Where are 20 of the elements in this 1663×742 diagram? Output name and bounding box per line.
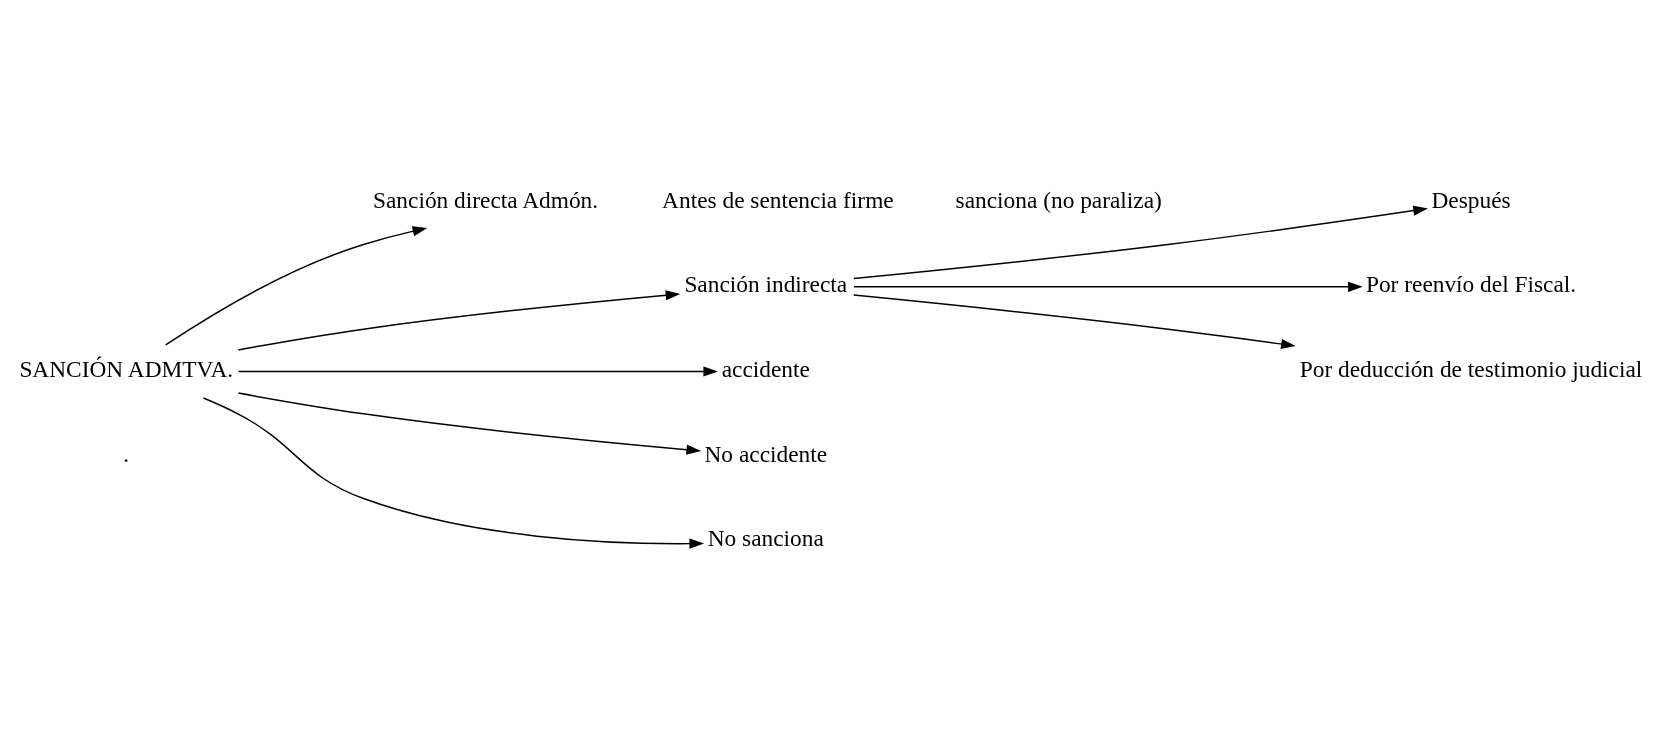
node-text: Por reenvío del Fiscal. (1365, 270, 1577, 297)
arrow (237, 289, 681, 351)
node-label: Antes de sentencia firme (662, 186, 894, 213)
node-text: No accidente (704, 440, 828, 467)
node-text: Sanción indirecta (684, 270, 848, 297)
node-text: Sanción directa Admón. (373, 186, 599, 213)
arrow (237, 365, 718, 377)
arrow (853, 293, 1296, 349)
node-text: accidente (721, 355, 810, 382)
node-text: No sanciona (707, 524, 824, 551)
arrow (853, 281, 1363, 292)
arrow (202, 396, 705, 549)
node-label: sanciona (no paraliza) (955, 186, 1162, 213)
node-text: SANCIÓN ADMTVA. (19, 355, 234, 382)
label: . (123, 440, 130, 467)
node-text: Después (1431, 186, 1511, 213)
arrow (237, 391, 702, 455)
node-text: Por deducción de testimonio judicial (1299, 355, 1643, 382)
arrow (853, 205, 1428, 279)
arrow (164, 225, 428, 346)
